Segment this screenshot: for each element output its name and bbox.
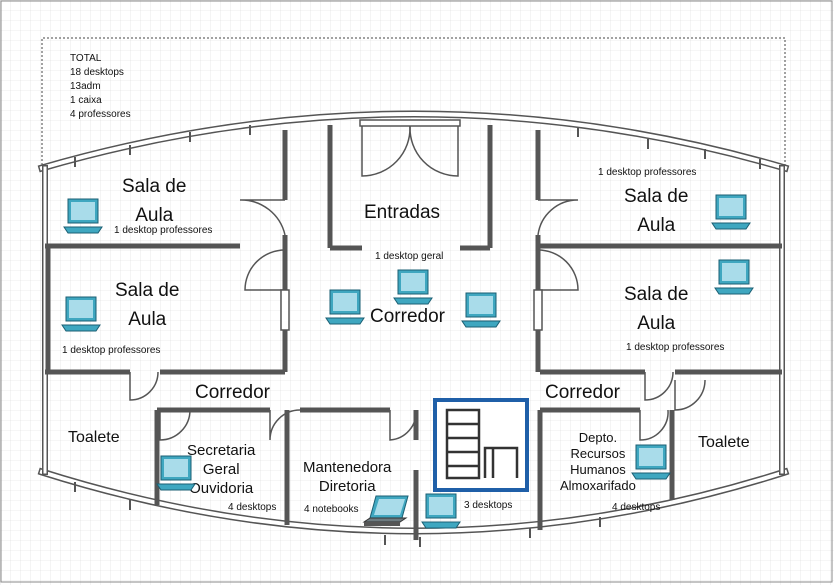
- note-sala-tr: 1 desktop professores: [598, 167, 697, 178]
- desktop-computer-icon: [325, 289, 365, 325]
- desktop-computer-icon: [63, 198, 103, 234]
- room-corredor-left: Corredor: [195, 382, 270, 403]
- interior-walls: [45, 125, 782, 540]
- window-marks: [74, 125, 761, 547]
- desktop-computer-icon: [156, 455, 196, 491]
- note-depto: 4 desktops: [612, 502, 661, 513]
- note-sala-ml: 1 desktop professores: [62, 345, 161, 356]
- room-mantenedora: Mantenedora Diretoria: [303, 459, 392, 495]
- desktop-computer-icon: [711, 194, 751, 230]
- note-center-room: 3 desktops: [464, 500, 513, 511]
- room-corredor-center: Corredor: [370, 306, 445, 327]
- note-sala-tl: 1 desktop professores: [114, 225, 213, 236]
- room-entradas: Entradas: [364, 202, 441, 223]
- desktop-computer-icon: [61, 296, 101, 332]
- outer-walls: [37, 110, 790, 535]
- room-toalete-left: Toalete: [68, 429, 120, 446]
- entrance-doors: [359, 119, 461, 177]
- summary-line: 18 desktops: [70, 67, 124, 78]
- summary-line: 4 professores: [70, 109, 131, 120]
- server-rack-icon: [433, 398, 529, 492]
- summary-title: TOTAL: [70, 53, 102, 64]
- room-toalete-right: Toalete: [698, 434, 750, 451]
- room-corredor-right: Corredor: [545, 382, 620, 403]
- room-sala-tl: Sala de Aula: [122, 176, 187, 226]
- note-entradas: 1 desktop geral: [375, 251, 444, 262]
- desktop-computer-icon: [631, 444, 671, 480]
- door-swings: [129, 199, 706, 441]
- room-sala-ml: Sala de Aula: [115, 280, 180, 330]
- room-sala-mr: Sala de Aula: [624, 284, 689, 334]
- summary-block: TOTAL 18 desktops 13adm 1 caixa 4 profes…: [70, 52, 131, 122]
- room-depto: Depto. Recursos Humanos Almoxarifado: [560, 430, 636, 493]
- summary-line: 1 caixa: [70, 95, 102, 106]
- dotted-boundary: [41, 37, 786, 165]
- desktop-computer-icon: [714, 259, 754, 295]
- note-secretaria: 4 desktops: [228, 502, 277, 513]
- note-mantenedora: 4 notebooks: [304, 504, 359, 515]
- laptop-icon: [362, 495, 409, 526]
- desktop-computer-icon: [461, 292, 501, 328]
- summary-line: 13adm: [70, 81, 101, 92]
- room-secretaria: Secretaria Geral Ouvidoria: [187, 442, 256, 497]
- room-sala-tr: Sala de Aula: [624, 186, 689, 236]
- desktop-computer-icon: [393, 269, 433, 305]
- desktop-computer-icon: [421, 493, 461, 529]
- note-sala-mr: 1 desktop professores: [626, 342, 725, 353]
